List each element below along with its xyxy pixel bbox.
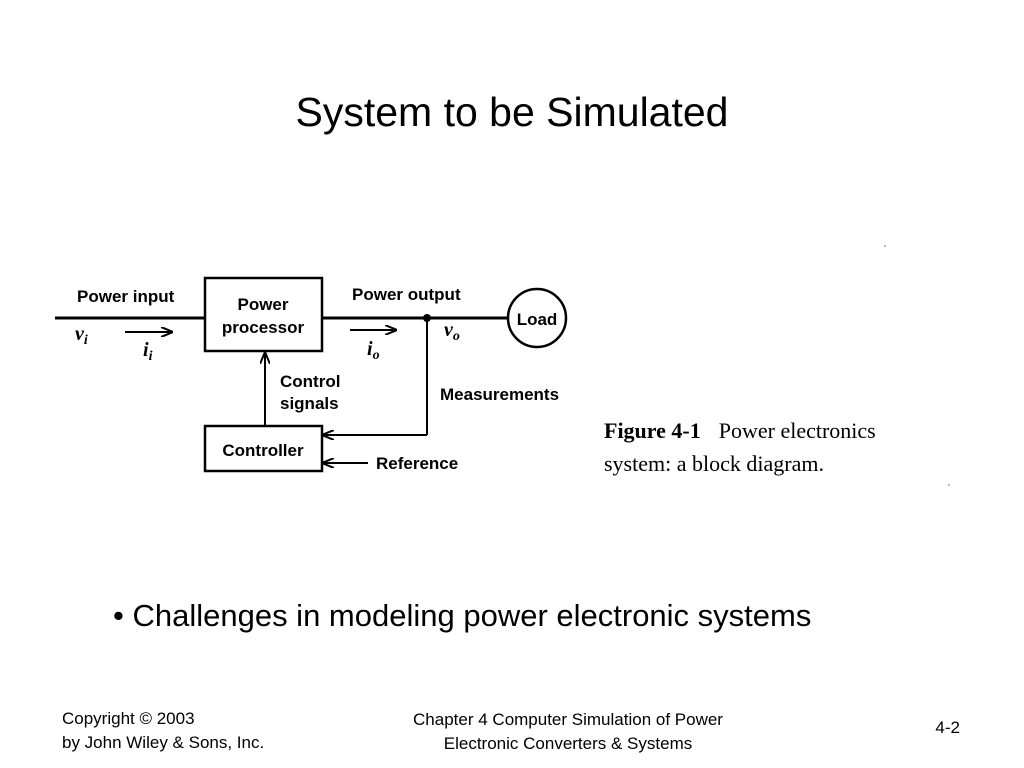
block-diagram: Power input vi ii Power processor Power … bbox=[55, 276, 568, 473]
control-signals-label-line2: signals bbox=[280, 394, 339, 413]
vo-label: vo bbox=[444, 319, 460, 344]
power-processor-label-line2: processor bbox=[222, 318, 305, 337]
measurements-label: Measurements bbox=[440, 385, 559, 404]
figure-caption-text2: system: a block diagram. bbox=[604, 451, 824, 476]
controller-label: Controller bbox=[222, 441, 304, 460]
load-block bbox=[506, 287, 568, 349]
copyright-line1: Copyright © 2003 bbox=[62, 709, 195, 728]
power-output-label: Power output bbox=[352, 285, 461, 304]
chapter-line1: Chapter 4 Computer Simulation of Power bbox=[413, 710, 723, 729]
figure-caption-line1: Figure 4-1 Power electronics bbox=[604, 414, 984, 447]
figure-number: Figure 4-1 bbox=[604, 418, 701, 443]
power-input-label: Power input bbox=[77, 287, 175, 306]
footer-copyright: Copyright © 2003 by John Wiley & Sons, I… bbox=[62, 707, 264, 755]
power-processor-block bbox=[203, 276, 324, 353]
scan-speck bbox=[884, 245, 886, 247]
page-number: 4-2 bbox=[935, 718, 960, 737]
chapter-line2: Electronic Converters & Systems bbox=[443, 734, 693, 753]
bullet-point: • Challenges in modeling power electroni… bbox=[113, 598, 812, 633]
copyright-line2: by John Wiley & Sons, Inc. bbox=[62, 733, 265, 752]
ii-label: ii bbox=[143, 339, 153, 364]
slide-title: System to be Simulated bbox=[295, 89, 729, 135]
figure-caption-text1: Power electronics bbox=[718, 418, 876, 443]
vi-label: vi bbox=[75, 323, 88, 348]
control-signals-label-line1: Control bbox=[280, 372, 340, 391]
load-label: Load bbox=[517, 310, 558, 329]
figure-caption: Figure 4-1 Power electronics system: a bl… bbox=[604, 414, 984, 480]
power-processor-label-line1: Power bbox=[237, 295, 288, 314]
reference-label: Reference bbox=[376, 454, 458, 473]
io-label: io bbox=[367, 338, 380, 363]
footer-chapter: Chapter 4 Computer Simulation of Power E… bbox=[368, 708, 768, 756]
scan-speck bbox=[948, 484, 950, 486]
controller-block bbox=[203, 424, 324, 473]
